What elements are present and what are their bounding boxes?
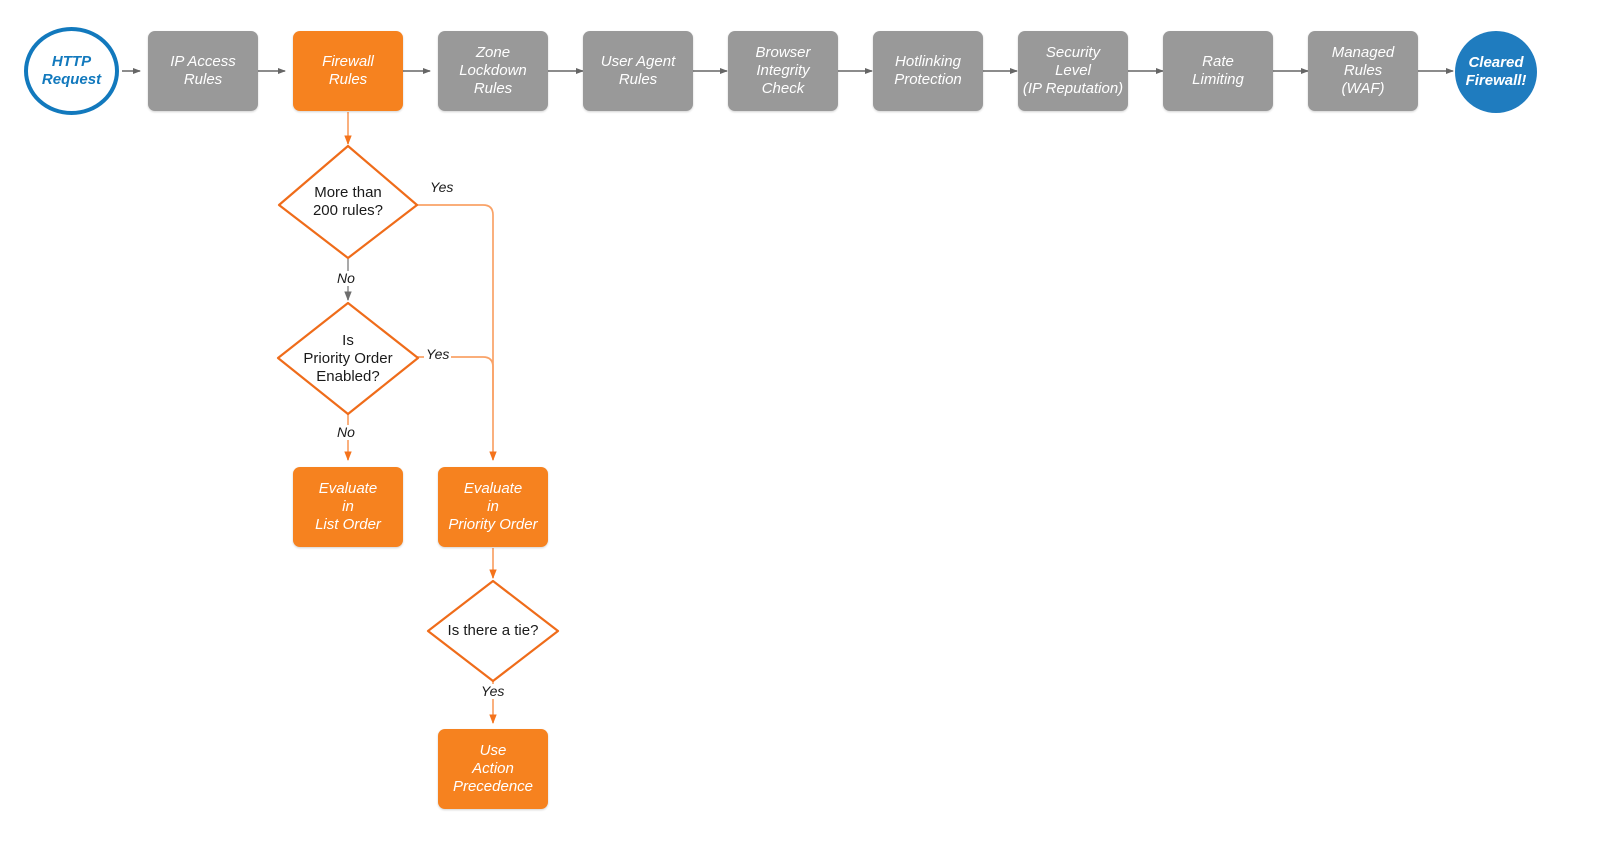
node-user-agent-rules[interactable]: User Agent Rules [583, 31, 693, 111]
node-browser-integrity-check[interactable]: Browser Integrity Check [728, 31, 838, 111]
node-hotlinking-protection[interactable]: Hotlinking Protection [873, 31, 983, 111]
decision-shape-more-than-200-rules [277, 144, 419, 260]
node-label-browser-integrity-check: Browser Integrity Check [755, 44, 811, 97]
decision-more-than-200-rules[interactable]: More than 200 rules? [279, 146, 417, 258]
node-managed-rules-waf[interactable]: Managed Rules (WAF) [1308, 31, 1418, 111]
node-label-hotlinking-protection: Hotlinking Protection [894, 53, 962, 88]
decision-is-there-a-tie[interactable]: Is there a tie? [428, 581, 558, 681]
node-firewall-rules[interactable]: Firewall Rules [293, 31, 403, 111]
node-security-level[interactable]: Security Level (IP Reputation) [1018, 31, 1128, 111]
node-label-zone-lockdown-rules: Zone Lockdown Rules [459, 44, 527, 97]
node-label-user-agent-rules: User Agent Rules [600, 53, 676, 88]
decision-label-is-there-a-tie: Is there a tie? [447, 622, 539, 639]
node-label-http-request: HTTP Request [41, 53, 102, 88]
node-http-request[interactable]: HTTP Request [24, 27, 119, 115]
node-label-evaluate-in-list-order: Evaluate in List Order [315, 480, 381, 533]
edge-label-no-priority-order: No [335, 424, 357, 441]
node-label-rate-limiting: Rate Limiting [1192, 53, 1244, 88]
decision-shape-is-there-a-tie [426, 579, 560, 683]
node-evaluate-in-list-order[interactable]: Evaluate in List Order [293, 467, 403, 547]
decision-shape-is-priority-order-enabled [276, 301, 420, 416]
node-label-evaluate-in-priority-order: Evaluate in Priority Order [448, 480, 538, 533]
decision-is-priority-order-enabled[interactable]: Is Priority Order Enabled? [278, 303, 418, 414]
node-label-firewall-rules: Firewall Rules [322, 53, 374, 88]
edge-label-no-200-rules: No [335, 270, 357, 287]
node-evaluate-in-priority-order[interactable]: Evaluate in Priority Order [438, 467, 548, 547]
edge-label-yes-tie: Yes [479, 683, 507, 700]
node-label-managed-rules-waf: Managed Rules (WAF) [1331, 44, 1395, 97]
edge-label-yes-200-rules: Yes [428, 179, 456, 196]
decision-label-is-priority-order-enabled: Is Priority Order Enabled? [303, 331, 393, 385]
edge-label-yes-priority-order: Yes [424, 346, 452, 363]
node-label-use-action-precedence: Use Action Precedence [452, 742, 534, 795]
node-zone-lockdown-rules[interactable]: Zone Lockdown Rules [438, 31, 548, 111]
node-ip-access-rules[interactable]: IP Access Rules [148, 31, 258, 111]
node-cleared-firewall[interactable]: Cleared Firewall! [1455, 31, 1537, 113]
decision-label-more-than-200-rules: More than 200 rules? [312, 184, 384, 219]
node-label-ip-access-rules: IP Access Rules [170, 53, 236, 88]
node-use-action-precedence[interactable]: Use Action Precedence [438, 729, 548, 809]
node-label-cleared-firewall: Cleared Firewall! [1465, 54, 1527, 89]
node-label-security-level: Security Level (IP Reputation) [1022, 44, 1124, 97]
node-rate-limiting[interactable]: Rate Limiting [1163, 31, 1273, 111]
